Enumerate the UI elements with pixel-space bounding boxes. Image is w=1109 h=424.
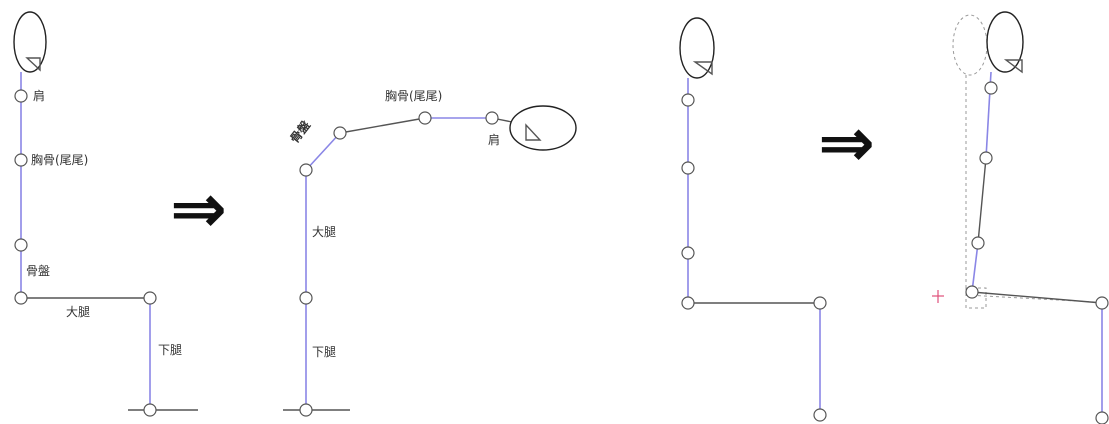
right-arrow-icon: ⇒ xyxy=(818,104,875,183)
shoulder-joint xyxy=(984,81,998,95)
trunk-line xyxy=(339,117,426,134)
face-marker xyxy=(525,123,542,141)
hip-joint xyxy=(965,285,979,299)
hip-joint xyxy=(681,296,695,310)
shoulder-joint xyxy=(14,89,28,103)
hip-joint xyxy=(14,291,28,305)
knee-joint xyxy=(143,291,157,305)
hip-joint xyxy=(299,163,313,177)
chest-label: 胸骨(尾尾) xyxy=(31,152,88,167)
figure-1-sitting: 肩 胸骨(尾尾) 骨盤 大腿 下腿 xyxy=(13,11,198,417)
knee-joint xyxy=(299,291,313,305)
lower-spine-line xyxy=(971,242,979,293)
mid-spine-line xyxy=(977,157,987,244)
thigh-line xyxy=(971,291,1103,304)
figure-2-reclined: 骨盤 胸骨(尾尾) 肩 大腿 下腿 xyxy=(283,88,577,417)
chest-joint xyxy=(418,111,432,125)
shin-label: 下腿 xyxy=(158,343,182,357)
shoulder-label: 肩 xyxy=(488,132,500,147)
thigh-label: 大腿 xyxy=(66,305,90,319)
chest-joint xyxy=(681,161,695,175)
knee-joint xyxy=(813,296,827,310)
chest-joint xyxy=(14,153,28,167)
shoulder-label: 肩 xyxy=(33,88,45,103)
shoulder-joint xyxy=(681,93,695,107)
ghost-head-outline xyxy=(952,14,988,76)
ankle-joint xyxy=(143,403,157,417)
pelvis-joint xyxy=(14,238,28,252)
face-marker xyxy=(692,61,713,76)
ankle-joint xyxy=(299,403,313,417)
pelvis-joint xyxy=(681,246,695,260)
pelvis-joint xyxy=(333,126,347,140)
ghost-posture xyxy=(952,14,1096,309)
thigh-label: 大腿 xyxy=(312,225,336,239)
shin-label: 下腿 xyxy=(312,345,336,359)
pelvis-label: 骨盤 xyxy=(287,117,314,146)
figure-3-sitting xyxy=(679,17,827,422)
face-marker xyxy=(1003,59,1023,74)
head-outline xyxy=(13,11,47,73)
right-arrow-icon: ⇒ xyxy=(170,170,227,249)
face-marker xyxy=(25,57,41,72)
figure-4-slumped xyxy=(932,11,1109,424)
chest-joint xyxy=(979,151,993,165)
ankle-joint xyxy=(1095,411,1109,424)
pelvis-joint xyxy=(971,236,985,250)
ghost-hip-box xyxy=(965,287,987,309)
head-outline xyxy=(509,105,577,151)
knee-joint xyxy=(1095,296,1109,310)
head-outline xyxy=(986,11,1024,73)
chest-label: 胸骨(尾尾) xyxy=(385,88,442,103)
pelvis-shift-marker xyxy=(932,290,944,303)
head-outline xyxy=(679,17,715,79)
shoulder-joint xyxy=(485,111,499,125)
pelvis-label: 骨盤 xyxy=(26,264,50,278)
ankle-joint xyxy=(813,408,827,422)
pelvis-line xyxy=(305,132,341,171)
